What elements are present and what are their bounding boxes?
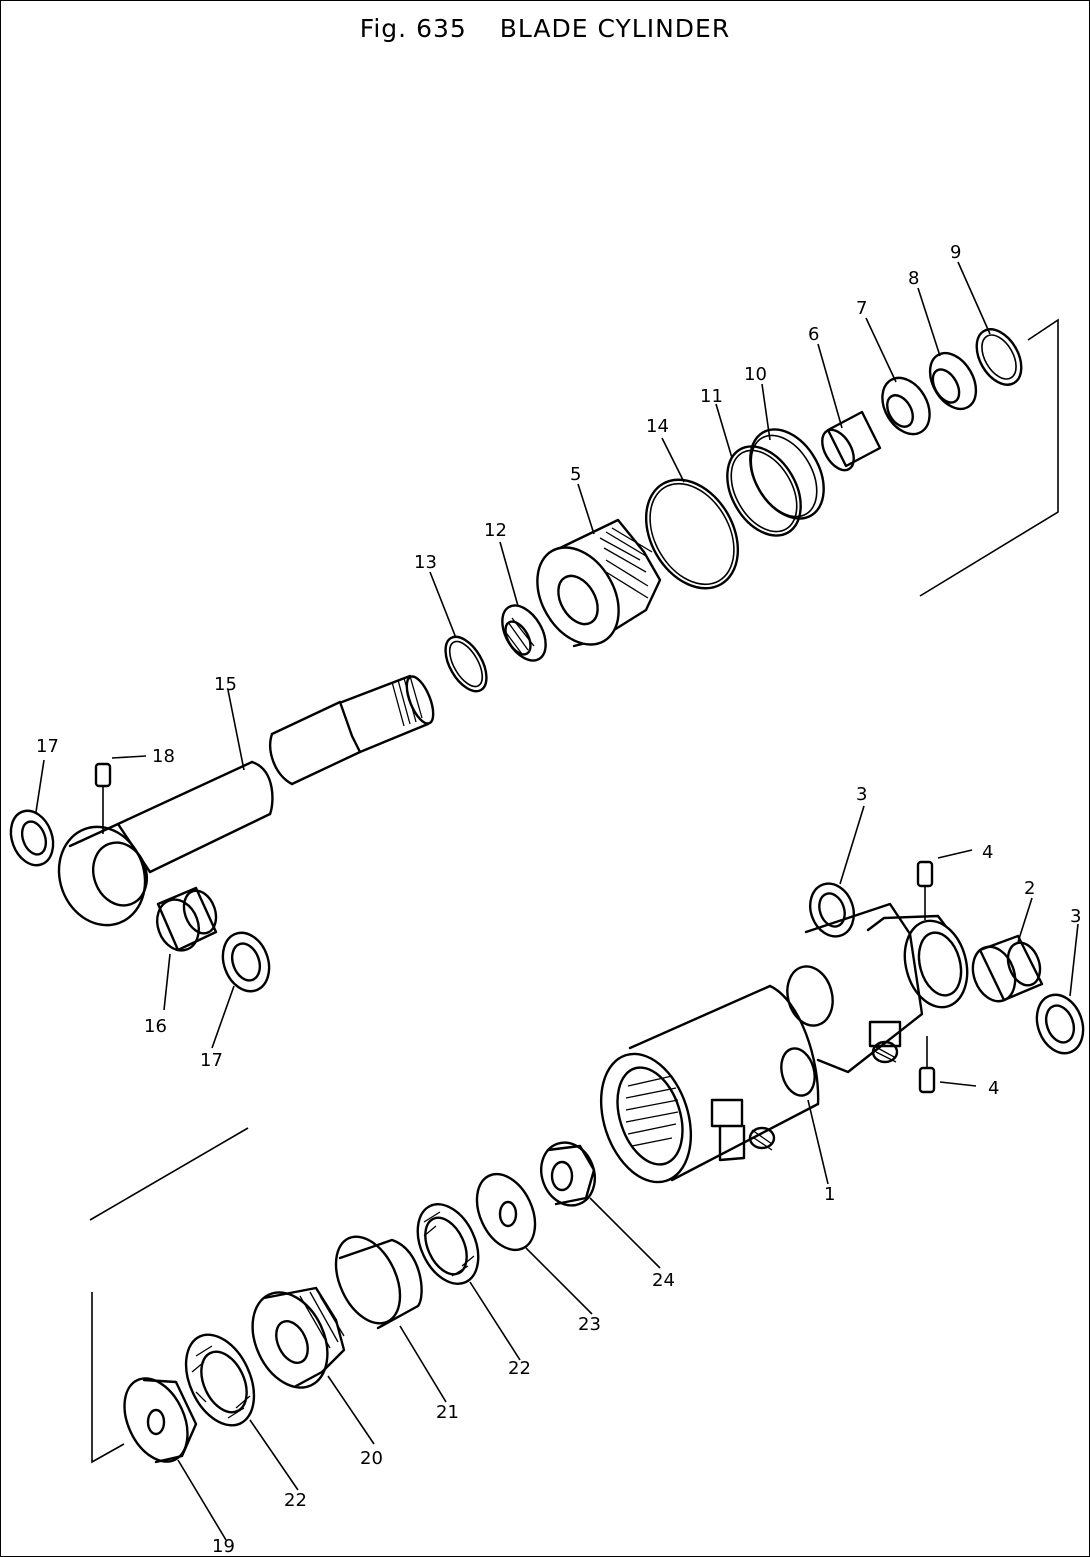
part-5-cylinder-head <box>536 518 662 648</box>
part-20-piston <box>251 1286 346 1389</box>
callout-numbers: 9 8 7 6 10 11 14 5 12 13 15 17 18 16 17 … <box>36 242 1081 1557</box>
figure-title: Fig. 635 BLADE CYLINDER <box>0 14 1090 43</box>
part-16-bushing <box>156 886 218 952</box>
part-13-snap-ring <box>444 635 488 693</box>
leader-lines <box>35 261 1079 1541</box>
callout-9: 9 <box>950 242 961 263</box>
part-6-bushing <box>821 410 882 472</box>
callout-20: 20 <box>360 1448 383 1469</box>
callout-5: 5 <box>570 464 581 485</box>
callout-22-upper: 22 <box>508 1358 531 1379</box>
part-11-o-ring <box>726 445 802 537</box>
callout-21: 21 <box>436 1402 459 1423</box>
callout-18: 18 <box>152 746 175 767</box>
callout-22-lower: 22 <box>284 1490 307 1511</box>
callout-14: 14 <box>646 416 669 437</box>
callout-6: 6 <box>808 324 819 345</box>
part-23-plate <box>475 1172 537 1252</box>
callout-4-upper: 4 <box>982 842 993 863</box>
part-10-backup-ring <box>749 428 825 520</box>
callout-24: 24 <box>652 1270 675 1291</box>
part-17-dust-seal-lower <box>221 931 271 993</box>
callout-8: 8 <box>908 268 919 289</box>
callout-15: 15 <box>214 674 237 695</box>
callout-3-lower: 3 <box>1070 906 1081 927</box>
part-12-bushing <box>501 604 547 662</box>
callout-10: 10 <box>744 364 767 385</box>
callout-7: 7 <box>856 298 867 319</box>
part-18-grease-fitting <box>94 755 147 834</box>
callout-3-upper: 3 <box>856 784 867 805</box>
part-19-plate <box>123 1377 198 1464</box>
part-21-wear-ring <box>334 1235 423 1330</box>
callout-23: 23 <box>578 1314 601 1335</box>
part-4-grease-fitting-lower <box>918 1036 977 1094</box>
part-15-piston-rod <box>57 674 435 927</box>
figure-number: 635 <box>416 14 467 43</box>
part-3-dust-seal-lower <box>1035 993 1085 1055</box>
group-bracket-lower <box>89 1127 249 1464</box>
callout-17-upper: 17 <box>36 736 59 757</box>
part-9-snap-ring <box>975 328 1023 386</box>
callout-11: 11 <box>700 386 723 407</box>
callout-19: 19 <box>212 1536 235 1557</box>
callout-13: 13 <box>414 552 437 573</box>
part-14-o-ring <box>644 478 740 590</box>
part-1-cylinder-tube <box>599 902 969 1184</box>
group-bracket-upper <box>919 318 1059 597</box>
part-22-piston-ring-lower <box>184 1333 256 1427</box>
part-24-nut <box>540 1141 596 1207</box>
part-8-wiper <box>928 351 978 411</box>
callout-17-lower: 17 <box>200 1050 223 1071</box>
part-4-grease-fitting-upper <box>916 849 973 920</box>
part-3-dust-seal-upper <box>809 882 855 938</box>
callout-16: 16 <box>144 1016 167 1037</box>
callout-2: 2 <box>1024 878 1035 899</box>
part-22-piston-ring-upper <box>416 1203 480 1285</box>
part-17-dust-seal-upper <box>9 809 55 867</box>
figure-prefix: Fig. <box>359 14 408 43</box>
callout-4-lower: 4 <box>988 1078 999 1099</box>
part-7-seal <box>881 376 931 436</box>
callout-12: 12 <box>484 520 507 541</box>
figure-name: BLADE CYLINDER <box>499 14 731 43</box>
callout-1: 1 <box>824 1184 835 1205</box>
part-2-bushing <box>971 934 1044 1003</box>
